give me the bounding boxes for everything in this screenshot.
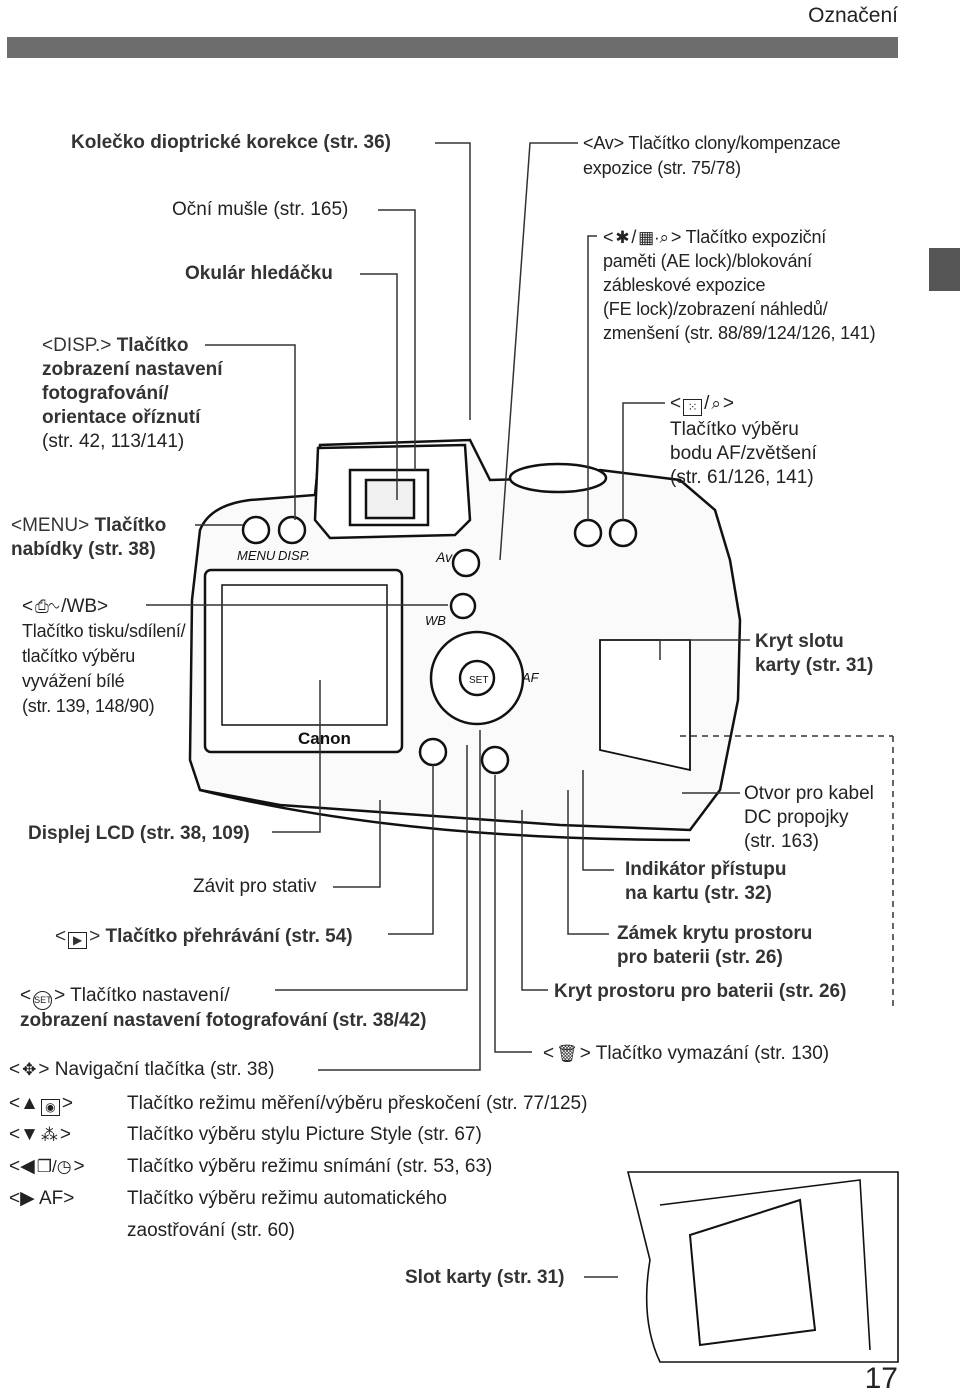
label-access-line2: na kartu (str. 32) <box>625 883 772 904</box>
label-erase-button: <🗑> Tlačítko vymazání (str. 130) <box>543 1043 830 1064</box>
label-disp-line5: (str. 42, 113/141) <box>42 431 185 452</box>
label-card-cover-line1: Kryt slotu <box>755 631 844 652</box>
label-dc-line3: (str. 163) <box>744 831 819 852</box>
label-lcd: Displej LCD (str. 38, 109) <box>28 823 250 844</box>
label-av-line2: expozice (str. 75/78) <box>583 158 741 178</box>
label-nav-left: Tlačítko výběru režimu snímání (str. 53,… <box>127 1156 493 1177</box>
label-eyepiece: Okulár hledáčku <box>185 263 333 284</box>
label-nav-down: Tlačítko výběru stylu Picture Style (str… <box>127 1124 482 1145</box>
label-afpoint-line3: (str. 61/126, 141) <box>670 467 814 488</box>
label-ael-line3: zábleskové expozice <box>603 275 766 295</box>
trash-icon: 🗑 <box>556 1044 578 1063</box>
label-nav-keys: <✥> Navigační tlačítka (str. 38) <box>9 1059 275 1080</box>
label-battery-cover: Kryt prostoru pro baterii (str. 26) <box>554 981 847 1002</box>
label-nav-left-icons: <◀❐/◷> <box>9 1156 85 1177</box>
index-zoom-out-icon: ▦·⌕ <box>638 228 669 247</box>
brand-logo: Canon <box>298 729 351 748</box>
label-card-slot: Slot karty (str. 31) <box>405 1267 565 1288</box>
svg-text:WB: WB <box>425 613 446 628</box>
label-diopter: Kolečko dioptrické korekce (str. 36) <box>71 132 391 153</box>
ae-lock-icon: ✱ <box>615 228 630 247</box>
metering-icon: ◉ <box>40 1099 60 1116</box>
zoom-in-icon: ⌕ <box>711 394 721 413</box>
down-arrow-icon: ▼ <box>20 1124 39 1145</box>
label-disp-line2: zobrazení nastavení <box>42 359 223 380</box>
label-nav-right-line1: Tlačítko výběru režimu automatického <box>127 1188 447 1209</box>
label-nav-right-icons: <▶ AF> <box>9 1188 75 1209</box>
af-point-icon: ⁙ <box>683 399 703 416</box>
label-print-line3: vyvážení bílé <box>22 671 125 691</box>
af-mode-icon: AF <box>38 1188 64 1209</box>
left-arrow-icon: ◀ <box>20 1156 35 1177</box>
label-menu-line2: nabídky (str. 38) <box>11 539 156 560</box>
label-menu-button: <MENU> Tlačítko <box>11 515 167 536</box>
label-set-line2: zobrazení nastavení fotografování (str. … <box>20 1010 427 1031</box>
label-print-icons: <⎙∿/WB> <box>22 596 109 617</box>
page-number: 17 <box>864 1362 898 1395</box>
picture-style-icon: ⁂ <box>40 1125 58 1144</box>
label-set-button: <SET> Tlačítko nastavení/ <box>20 984 230 1010</box>
label-print-line1: Tlačítko tisku/sdílení/ <box>22 621 186 641</box>
label-lock-line1: Zámek krytu prostoru <box>617 923 813 944</box>
label-nav-right-line2: zaostřování (str. 60) <box>127 1220 295 1241</box>
label-dc-line1: Otvor pro kabel <box>744 783 874 804</box>
set-icon: SET <box>33 991 53 1010</box>
header-bar <box>7 37 898 58</box>
label-afpoint-line1: Tlačítko výběru <box>670 419 799 440</box>
label-ael-line5: zmenšení (str. 88/89/124/126, 141) <box>603 323 876 343</box>
svg-text:SET: SET <box>469 675 488 686</box>
disp-icon: <DISP.> <box>42 335 112 356</box>
label-disp-line4: orientace oříznutí <box>42 407 201 428</box>
label-ael-line4: (FE lock)/zobrazení náhledů/ <box>603 299 828 319</box>
svg-text:AF: AF <box>521 670 540 685</box>
label-eyecup: Oční mušle (str. 165) <box>172 199 349 220</box>
right-arrow-icon: ▶ <box>20 1188 35 1209</box>
wb-icon: WB <box>66 596 98 617</box>
chapter-tab-marker <box>929 248 960 291</box>
label-disp-button: <DISP.> Tlačítko <box>42 335 189 356</box>
up-arrow-icon: ▲ <box>20 1093 39 1114</box>
label-disp-line3: fotografování/ <box>42 383 169 404</box>
label-nav-up-icons: <▲◉> <box>9 1093 74 1116</box>
print-share-icon: ⎙∿ <box>35 597 60 616</box>
label-ael-button: <✱/▦·⌕> Tlačítko expoziční <box>603 227 827 247</box>
label-ael-line2: paměti (AE lock)/blokování <box>603 251 812 271</box>
label-nav-down-icons: <▼⁂> <box>9 1124 72 1145</box>
page-header-title: Označení <box>808 4 898 27</box>
label-card-cover-line2: karty (str. 31) <box>755 655 874 676</box>
label-nav-up: Tlačítko režimu měření/výběru přeskočení… <box>127 1093 588 1114</box>
label-access-line1: Indikátor přístupu <box>625 859 787 880</box>
label-dc-line2: DC propojky <box>744 807 849 828</box>
label-av-button: <Av> Tlačítko clony/kompenzace <box>583 133 841 153</box>
av-icon: Av <box>593 133 614 153</box>
drive-mode-icon: ❐/◷ <box>36 1157 72 1176</box>
label-afpoint-line2: bodu AF/zvětšení <box>670 443 817 464</box>
svg-text:MENU: MENU <box>237 548 276 563</box>
label-print-line4: (str. 139, 148/90) <box>22 696 155 716</box>
label-afpoint-icons: <⁙/⌕> <box>670 393 735 416</box>
svg-text:Av: Av <box>435 549 453 565</box>
playback-icon: ▶ <box>68 932 88 949</box>
label-playback-button: <▶> Tlačítko přehrávání (str. 54) <box>55 926 353 949</box>
menu-icon: <MENU> <box>11 515 90 536</box>
cross-keys-icon: ✥ <box>22 1060 37 1079</box>
label-print-line2: tlačítko výběru <box>22 646 136 666</box>
label-lock-line2: pro baterii (str. 26) <box>617 947 783 968</box>
svg-text:DISP.: DISP. <box>278 548 310 563</box>
label-tripod: Závit pro stativ <box>193 876 317 897</box>
